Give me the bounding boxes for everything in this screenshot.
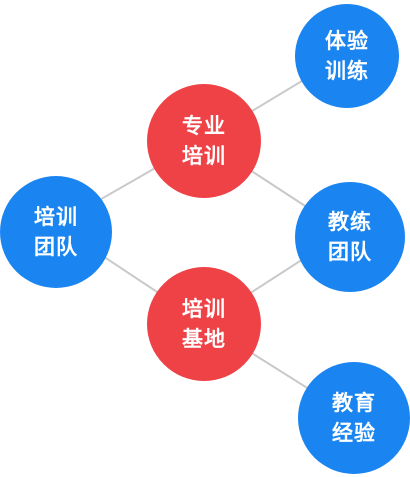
node-label-line: 基地 bbox=[182, 327, 226, 351]
node-label-line: 团队 bbox=[328, 240, 372, 264]
node-label-line: 培训 bbox=[182, 297, 226, 321]
node-jiaolian-tuandui: 教练 团队 bbox=[295, 182, 405, 292]
node-label-line: 经验 bbox=[332, 421, 376, 445]
node-label-line: 培训 bbox=[182, 144, 226, 168]
node-label-line: 培训 bbox=[34, 205, 78, 229]
node-label-line: 训练 bbox=[325, 59, 369, 83]
node-zhuanye-peixun: 专业 培训 bbox=[147, 84, 261, 198]
node-jiaoyu-jingyan: 教育 经验 bbox=[298, 362, 410, 474]
node-peixun-tuandui: 培训 团队 bbox=[0, 176, 112, 288]
node-peixun-jidi: 培训 基地 bbox=[147, 267, 261, 381]
node-label-line: 教育 bbox=[332, 391, 376, 415]
node-label-line: 体验 bbox=[325, 29, 369, 53]
node-label-line: 专业 bbox=[182, 114, 226, 138]
node-label-line: 团队 bbox=[34, 235, 78, 259]
node-label-line: 教练 bbox=[328, 210, 372, 234]
node-tiyan-xunlian: 体验 训练 bbox=[295, 4, 399, 108]
